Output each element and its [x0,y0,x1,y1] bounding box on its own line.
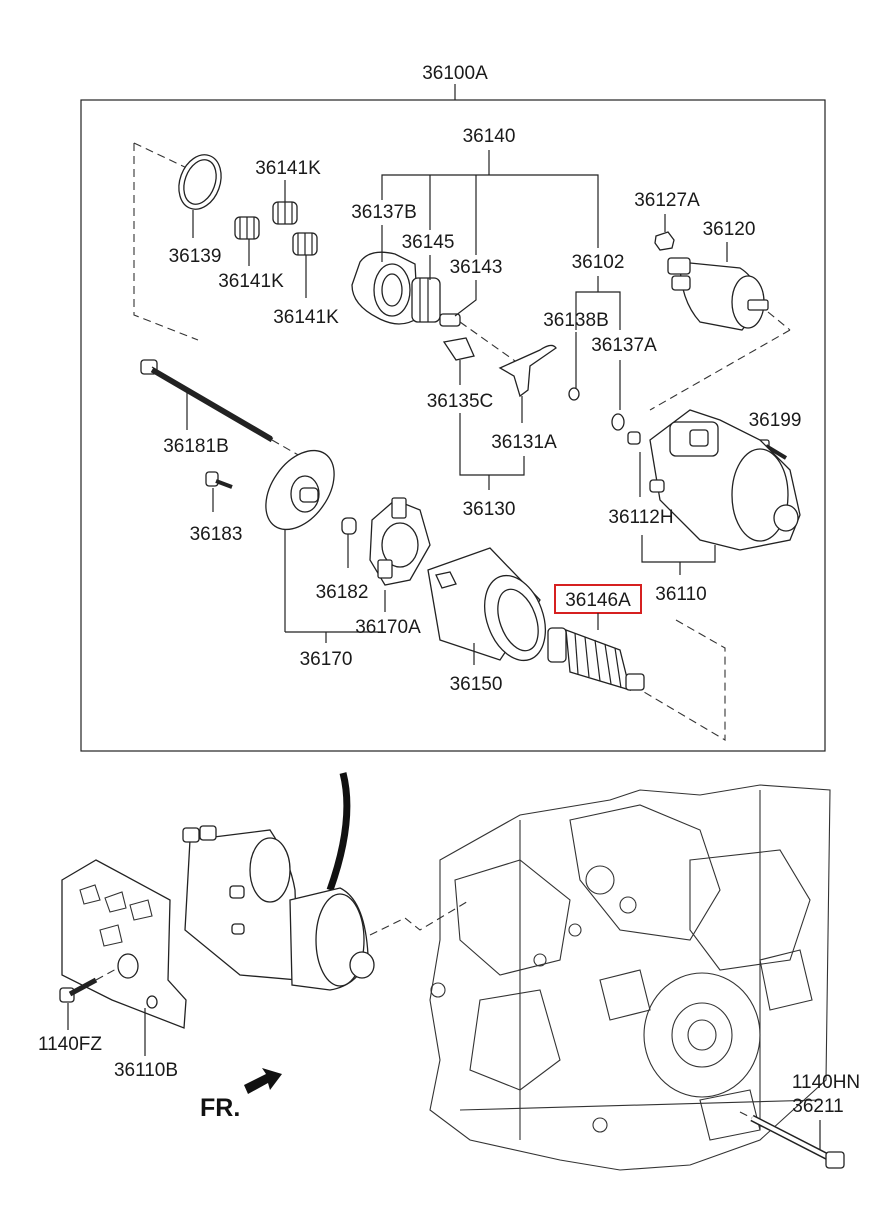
nut-36127a [654,231,675,251]
ring-36139 [178,154,222,210]
leader-arrow [326,772,351,892]
label-36141k-a[interactable]: 36141K [255,158,321,179]
gear-36141k-a [272,201,298,225]
label-36131a[interactable]: 36131A [491,432,557,453]
label-36143[interactable]: 36143 [450,257,503,278]
label-36211[interactable]: 36211 [792,1096,843,1117]
starter-installed [182,825,375,991]
label-36141k-c[interactable]: 36141K [273,307,339,328]
label-36170a[interactable]: 36170A [355,617,421,638]
label-36100a[interactable]: 36100A [422,63,488,84]
bolt-36211 [750,1114,845,1169]
label-fr: FR. [200,1094,240,1122]
label-36127a[interactable]: 36127A [634,190,700,211]
heat-shield-36110b [61,859,187,1029]
plate-36138b [568,387,580,401]
label-36199[interactable]: 36199 [749,410,802,431]
label-36183[interactable]: 36183 [190,524,243,545]
label-36120[interactable]: 36120 [703,219,756,240]
bolt-1140fz [59,977,98,1003]
label-1140fz[interactable]: 1140FZ [38,1034,102,1055]
label-36110b[interactable]: 36110B [114,1060,178,1081]
housing-36110 [627,409,801,551]
label-36150[interactable]: 36150 [450,674,503,695]
gear-36141k-c [292,232,318,256]
label-36170[interactable]: 36170 [300,649,353,670]
engine-block [429,784,831,1171]
label-36102[interactable]: 36102 [572,252,625,273]
front-arrow-icon [244,1068,282,1094]
label-36135c[interactable]: 36135C [427,391,494,412]
label-36182[interactable]: 36182 [316,582,369,603]
label-36139[interactable]: 36139 [169,246,222,267]
screw-36183 [205,471,233,489]
label-36146a[interactable]: 36146A [565,590,631,611]
label-36145[interactable]: 36145 [402,232,455,253]
assembly-frame [80,99,826,752]
label-36110[interactable]: 36110 [655,584,706,605]
armature-36146a [547,627,645,691]
clip-36135c [442,337,475,361]
solenoid-36120 [667,257,769,331]
label-36138b[interactable]: 36138B [543,310,609,331]
label-36181b[interactable]: 36181B [163,436,229,457]
clutch-assembly [351,251,461,327]
label-36141k-b[interactable]: 36141K [218,271,284,292]
lever-36131a [498,344,557,398]
gear-36141k-b [234,216,260,240]
yoke-36150 [427,547,546,662]
label-36140[interactable]: 36140 [463,126,516,147]
label-36137a[interactable]: 36137A [591,335,657,356]
bushing-36182 [341,517,357,535]
label-1140hn[interactable]: 1140HN [792,1072,860,1093]
label-36112h[interactable]: 36112H [608,507,673,528]
bolt-36181b [140,359,274,443]
label-36137b[interactable]: 36137B [351,202,417,223]
brush-holder-36170a [369,497,431,586]
endframe-plate [265,449,335,531]
washer-36137a [611,413,625,431]
label-36130[interactable]: 36130 [463,499,516,520]
